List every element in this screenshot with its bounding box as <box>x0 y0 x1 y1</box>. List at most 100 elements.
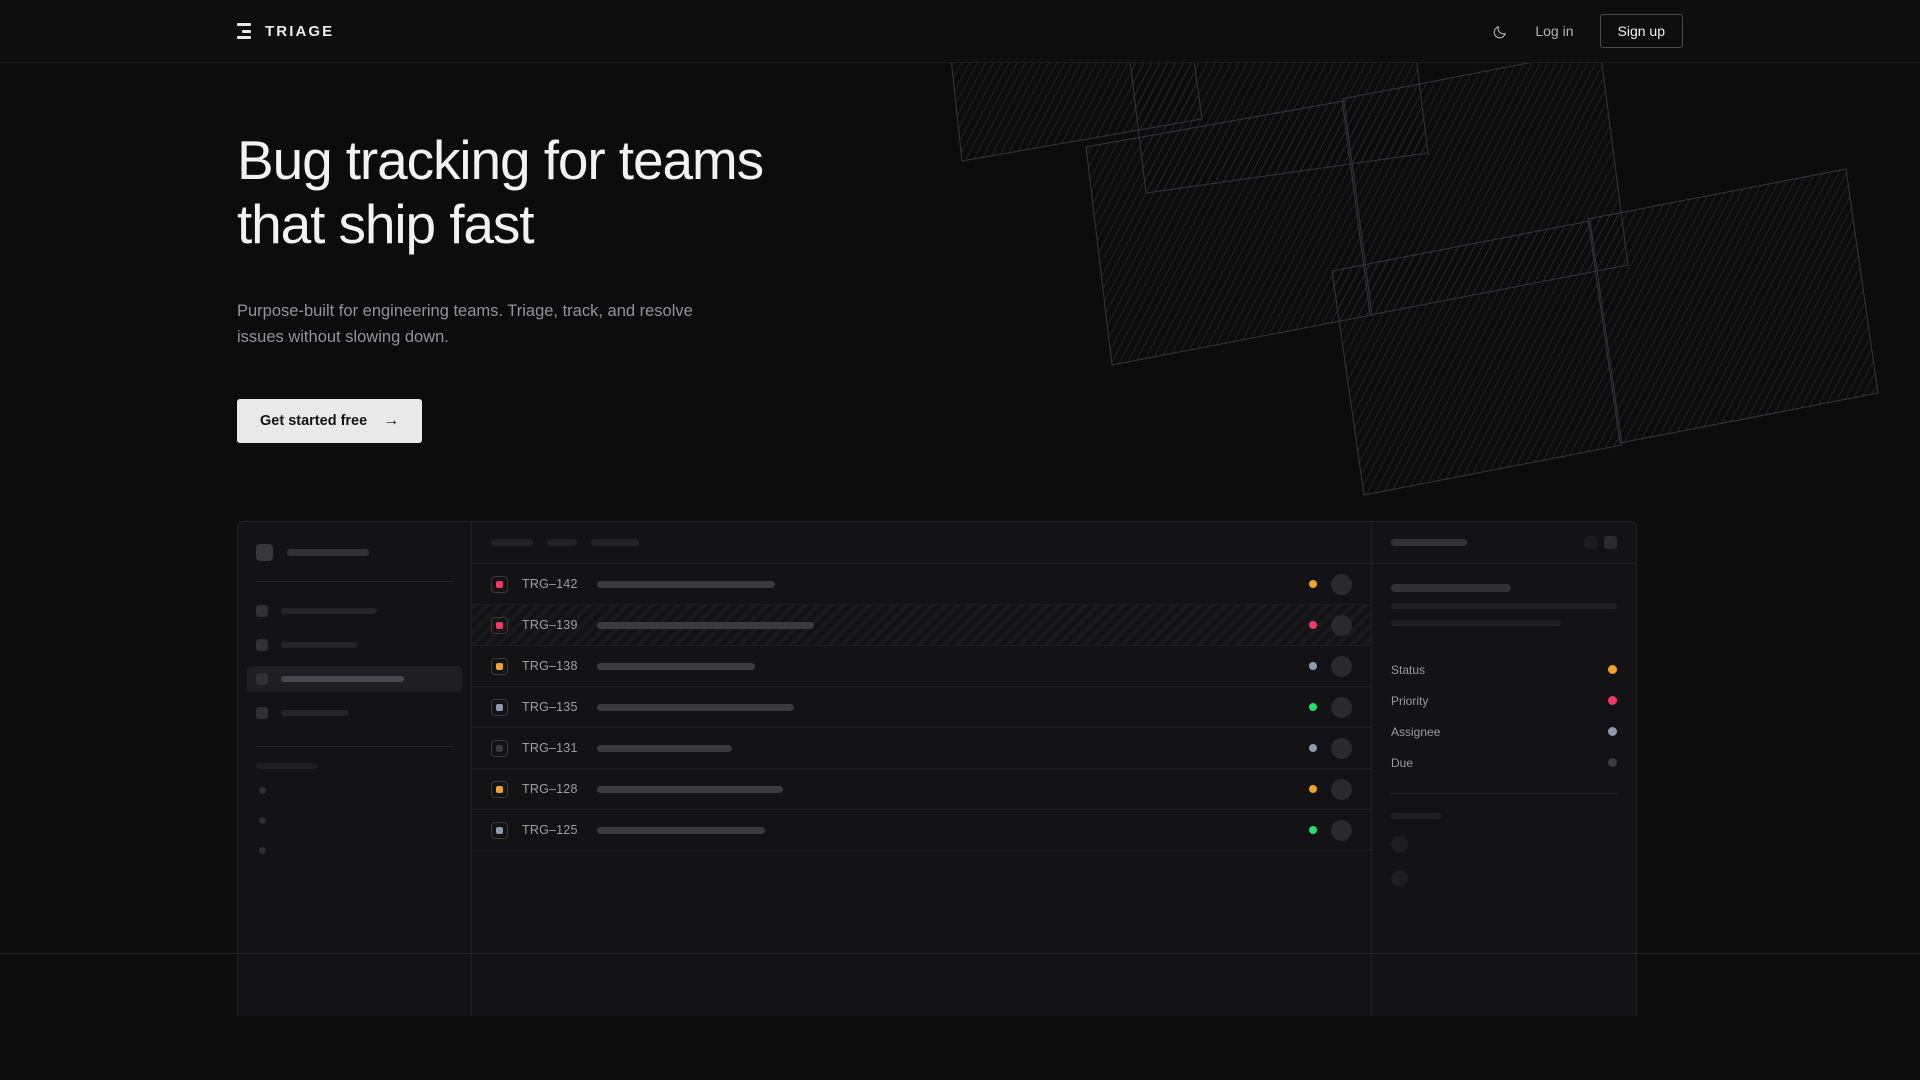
sidebar-sublist-item[interactable] <box>259 817 266 824</box>
issue-type-badge <box>491 616 508 634</box>
meta-value-dot <box>1608 696 1617 705</box>
sidebar-divider-bottom <box>256 746 453 747</box>
hero-copy: Bug tracking for teams that ship fast Pu… <box>237 128 997 444</box>
sidebar-sublist-item[interactable] <box>259 847 266 854</box>
issue-id: TRG–139 <box>522 618 578 632</box>
issue-row[interactable]: TRG–131 <box>472 728 1371 769</box>
sidebar-nav-item[interactable] <box>247 632 462 658</box>
sidebar-sublist-item[interactable] <box>259 787 266 794</box>
detail-header-button[interactable] <box>1604 536 1617 549</box>
issue-id: TRG–128 <box>522 782 578 796</box>
login-link[interactable]: Log in <box>1535 23 1574 39</box>
signup-button[interactable]: Sign up <box>1599 14 1683 48</box>
issue-id: TRG–131 <box>522 741 578 755</box>
detail-activity <box>1372 794 1636 887</box>
detail-meta-row[interactable]: Status <box>1391 654 1617 685</box>
issue-title-placeholder <box>597 826 765 834</box>
issue-assignee-avatar[interactable] <box>1331 655 1352 677</box>
issue-title-placeholder <box>597 621 814 629</box>
issue-type-badge <box>491 780 508 798</box>
heading-line-1: Bug tracking for teams <box>237 129 764 191</box>
workspace-avatar <box>256 544 273 561</box>
detail-header-buttons <box>1584 536 1617 549</box>
issue-row[interactable]: TRG–142 <box>472 564 1371 605</box>
cta-label: Get started free <box>260 413 368 430</box>
issue-status-dot <box>1309 744 1317 752</box>
issue-assignee-avatar[interactable] <box>1331 614 1352 636</box>
arrow-right-icon: → <box>383 412 400 430</box>
brand-logo[interactable]: TRIAGE <box>237 23 334 40</box>
nav-item-label-placeholder <box>281 608 377 614</box>
workspace-name-placeholder <box>287 549 369 556</box>
nav-item-icon <box>256 673 268 685</box>
sidebar-sublist <box>256 787 453 854</box>
issue-status-dot <box>1309 703 1317 711</box>
issue-type-badge <box>491 575 508 593</box>
detail-title-placeholder <box>1391 539 1467 546</box>
issue-status-dot <box>1309 580 1317 588</box>
issue-row[interactable]: TRG–138 <box>472 646 1371 687</box>
moon-icon[interactable] <box>1492 23 1509 40</box>
sidebar-nav-list <box>247 598 462 726</box>
issue-row[interactable]: TRG–139 <box>472 605 1371 646</box>
stacked-bars-icon <box>237 23 251 39</box>
sidebar-nav-item[interactable] <box>247 700 462 726</box>
nav-item-icon <box>256 707 268 719</box>
issue-title-placeholder <box>597 662 755 670</box>
detail-header-button[interactable] <box>1584 536 1597 549</box>
sidebar-workspace-item[interactable] <box>256 544 453 561</box>
issue-title-placeholder <box>597 580 775 588</box>
meta-label: Due <box>1391 755 1414 770</box>
toolbar-control-placeholder[interactable] <box>591 539 639 546</box>
issue-title-placeholder <box>597 785 783 793</box>
issue-id: TRG–138 <box>522 659 578 673</box>
detail-description-placeholder <box>1391 603 1617 626</box>
issue-type-badge <box>491 657 508 675</box>
issue-status-dot <box>1309 826 1317 834</box>
issue-row[interactable]: TRG–125 <box>472 810 1371 851</box>
activity-avatar <box>1391 836 1408 853</box>
issue-assignee-avatar[interactable] <box>1331 778 1352 800</box>
activity-avatar <box>1391 870 1408 887</box>
meta-label: Priority <box>1391 693 1429 708</box>
top-navigation-bar: TRIAGE Log in Sign up <box>0 0 1920 63</box>
toolbar-control-placeholder[interactable] <box>491 539 533 546</box>
nav-item-label-placeholder <box>281 642 357 648</box>
sidebar-nav-item[interactable] <box>247 666 462 692</box>
issue-assignee-avatar[interactable] <box>1331 737 1352 759</box>
activity-avatars <box>1391 836 1617 887</box>
issue-id: TRG–135 <box>522 700 578 714</box>
sidebar-nav-item[interactable] <box>247 598 462 624</box>
brand-name: TRIAGE <box>265 22 335 40</box>
detail-meta-row[interactable]: Priority <box>1391 685 1617 716</box>
hero-section: Bug tracking for teams that ship fast Pu… <box>0 63 1920 1016</box>
sidebar-divider-top <box>256 581 453 582</box>
detail-divider <box>1391 793 1617 794</box>
nav-actions: Log in Sign up <box>1492 14 1683 48</box>
detail-meta-row[interactable]: Due <box>1391 747 1617 778</box>
meta-label: Status <box>1391 662 1426 677</box>
meta-value-dot <box>1608 665 1617 674</box>
mockup-sidebar <box>238 522 472 1016</box>
issue-row[interactable]: TRG–135 <box>472 687 1371 728</box>
issue-assignee-avatar[interactable] <box>1331 573 1352 595</box>
sidebar-section-label-placeholder <box>256 763 318 769</box>
issue-status-dot <box>1309 785 1317 793</box>
detail-issue-title-placeholder <box>1391 584 1511 592</box>
get-started-button[interactable]: Get started free → <box>237 399 423 444</box>
toolbar-control-placeholder[interactable] <box>547 539 577 546</box>
issue-assignee-avatar[interactable] <box>1331 819 1352 841</box>
meta-label: Assignee <box>1391 724 1441 739</box>
meta-value-dot <box>1608 758 1617 767</box>
detail-meta-row[interactable]: Assignee <box>1391 716 1617 747</box>
nav-item-label-placeholder <box>281 710 349 716</box>
nav-item-icon <box>256 605 268 617</box>
decorative-hatched-shapes <box>950 63 1879 496</box>
nav-item-icon <box>256 639 268 651</box>
issue-assignee-avatar[interactable] <box>1331 696 1352 718</box>
issue-row[interactable]: TRG–128 <box>472 769 1371 810</box>
page-title: Bug tracking for teams that ship fast <box>237 128 997 257</box>
